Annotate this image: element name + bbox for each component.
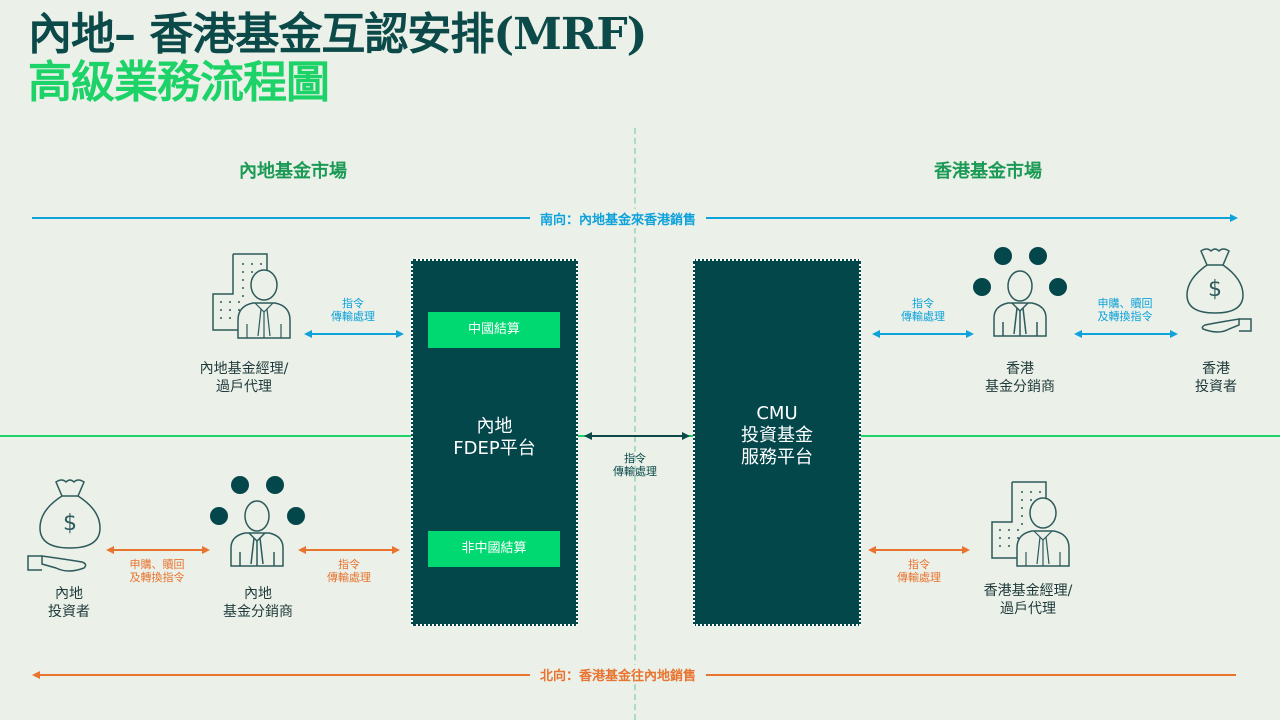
label-line: 基金分銷商 [985,379,1055,395]
cmu-platform-label: CMU 投資基金 服務平台 [695,403,859,469]
instruction-label-sb-right: 指令 傳輸處理 [868,297,978,323]
cmu-line1: CMU [756,403,798,424]
fund-manager-icon [991,481,1070,567]
fdep-platform: 中國結算 內地 FDEP平台 非中國結算 [411,259,578,626]
label-line: 指令 [338,558,360,571]
distributor-icon [210,476,305,567]
label-line: 指令 [624,452,646,465]
label-line: 申購、贖回 [1097,297,1153,310]
money-bag-icon: $ [27,479,101,572]
southbound-label: 南向：內地基金來香港銷售 [530,209,707,228]
label-line: 傳輸處理 [613,465,657,478]
page-subtitle: 高級業務流程圖 [28,57,330,108]
distributor-icon [973,247,1067,337]
label-line: 投資者 [1195,379,1237,395]
label-line: 過戶代理 [216,379,272,395]
fund-manager-icon [212,253,291,339]
order-label-sb: 申購、贖回 及轉換指令 [1070,297,1180,323]
cmu-platform: CMU 投資基金 服務平台 [693,259,861,626]
northbound-label: 北向：香港基金往內地銷售 [530,665,707,684]
label-line: 內地 [55,586,83,602]
svg-text:$: $ [1208,277,1222,302]
hk-market-heading: 香港基金市場 [934,161,1042,182]
fdep-platform-label: 內地 FDEP平台 [413,416,576,460]
hk-distributor-label: 香港 基金分銷商 [940,360,1100,396]
hk-manager-label: 香港基金經理/ 過戶代理 [948,582,1108,618]
mainland-distributor-label: 內地 基金分銷商 [178,585,338,621]
non-china-clearing-box: 非中國結算 [428,531,560,567]
label-line: 內地基金經理/ [199,361,289,377]
money-bag-icon: $ [1186,248,1252,333]
label-line: 過戶代理 [1000,601,1056,617]
cmu-line2: 投資基金 [741,425,813,446]
label-line: 及轉換指令 [129,571,185,584]
mainland-investor-label: 內地 投資者 [0,585,149,621]
label-line: 申購、贖回 [129,558,185,571]
label-line: 傳輸處理 [901,310,945,323]
label-line: 傳輸處理 [897,571,941,584]
fdep-line2: FDEP平台 [453,438,536,459]
instruction-label-sb-left: 指令 傳輸處理 [298,297,408,323]
label-line: 香港 [1006,361,1034,377]
page-title: 內地– 香港基金互認安排(MRF) [28,9,647,60]
label-line: 指令 [908,558,930,571]
label-line: 香港 [1202,361,1230,377]
china-clearing-box: 中國結算 [428,312,560,348]
market-divider [634,128,636,720]
label-line: 內地 [244,586,272,602]
cmu-line3: 服務平台 [741,447,813,468]
label-line: 傳輸處理 [331,310,375,323]
label-line: 基金分銷商 [223,604,293,620]
order-label-nb: 申購、贖回 及轉換指令 [102,558,212,584]
instruction-label-nb-left: 指令 傳輸處理 [294,558,404,584]
label-line: 及轉換指令 [1097,310,1153,323]
label-line: 香港基金經理/ [983,583,1073,599]
instruction-label-nb-right: 指令 傳輸處理 [864,558,974,584]
mainland-manager-label: 內地基金經理/ 過戶代理 [164,360,324,396]
hk-investor-label: 香港 投資者 [1136,360,1280,396]
fdep-line1: 內地 [476,416,513,437]
label-line: 指令 [342,297,364,310]
label-line: 投資者 [48,604,90,620]
label-line: 指令 [912,297,934,310]
mainland-market-heading: 內地基金市場 [239,161,347,182]
instruction-label-center: 指令 傳輸處理 [580,452,690,478]
label-line: 傳輸處理 [327,571,371,584]
svg-text:$: $ [63,511,77,536]
